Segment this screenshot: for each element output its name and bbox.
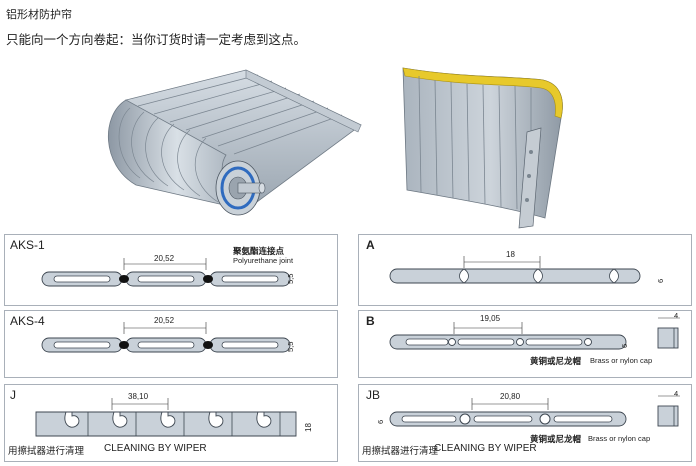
profile-b bbox=[389, 334, 627, 350]
panel-jb-label: JB bbox=[366, 388, 381, 402]
page-subtitle: 只能向一个方向卷起：当你订货时请一定考虑到这点。 bbox=[6, 32, 307, 47]
dim-lines-jb bbox=[471, 398, 549, 410]
dim-height-aks4: 5,5 bbox=[286, 341, 295, 352]
profile-j bbox=[35, 411, 297, 437]
dim-pitch-aks4: 20,52 bbox=[154, 316, 175, 325]
joint-label-en: Polyurethane joint bbox=[233, 256, 294, 265]
panel-aks1 bbox=[4, 234, 338, 306]
dim-lines-aks1 bbox=[123, 258, 207, 270]
profile-aks4 bbox=[41, 337, 291, 353]
cap-label-en-b: Brass or nylon cap bbox=[590, 356, 653, 365]
dim-lines-aks4 bbox=[123, 322, 207, 334]
dim-height-aks1: 5,5 bbox=[286, 273, 295, 284]
curved-cover-illustration bbox=[402, 67, 563, 229]
dim-pitch-b: 19,05 bbox=[480, 314, 501, 323]
wiper-label-cn-jb: 用擦拭器进行清理 bbox=[362, 446, 439, 457]
cap-label-cn-b: 黄铜或尼龙帽 bbox=[530, 357, 582, 367]
panel-b-label: B bbox=[366, 314, 375, 328]
page-title: 铝形材防护帘 bbox=[6, 8, 72, 21]
profile-aks1 bbox=[41, 271, 291, 287]
profile-jb bbox=[389, 411, 627, 427]
dim-lines-j bbox=[111, 398, 169, 410]
dim-lines-a bbox=[463, 256, 541, 268]
dim-pitch-j: 38,10 bbox=[128, 392, 149, 401]
panel-a-label: A bbox=[366, 238, 375, 252]
profile-a bbox=[389, 268, 641, 284]
wiper-label-en-j: CLEANING BY WIPER bbox=[104, 443, 207, 454]
dim-lines-b bbox=[453, 322, 523, 334]
dim-height-jb: 6 bbox=[376, 419, 385, 424]
cap-label-cn-jb: 黄铜或尼龙帽 bbox=[530, 435, 582, 445]
cap-label-en-jb: Brass or nylon cap bbox=[588, 434, 651, 443]
panel-aks4-label: AKS-4 bbox=[10, 314, 45, 328]
panel-aks1-label: AKS-1 bbox=[10, 238, 45, 252]
dim-height-a: 6 bbox=[656, 278, 665, 283]
rolled-cover-illustration bbox=[107, 69, 362, 216]
dim-pitch-aks1: 20,52 bbox=[154, 254, 175, 263]
joint-label-cn: 聚氨酯连接点 bbox=[233, 247, 285, 257]
cap-detail-b bbox=[657, 317, 680, 349]
cap-detail-jb bbox=[657, 395, 680, 427]
wiper-label-en-jb: CLEANING BY WIPER bbox=[434, 443, 537, 454]
dim-cap-jb: 4 bbox=[674, 389, 679, 398]
dim-pitch-jb: 20,80 bbox=[500, 392, 521, 401]
dim-height-b: 6 bbox=[620, 343, 629, 348]
dim-height-j: 18 bbox=[304, 423, 313, 432]
dim-cap-b: 4 bbox=[674, 311, 679, 320]
dim-pitch-a: 18 bbox=[506, 250, 515, 259]
panel-j-label: J bbox=[10, 388, 16, 402]
wiper-label-cn-j: 用擦拭器进行清理 bbox=[8, 446, 85, 457]
